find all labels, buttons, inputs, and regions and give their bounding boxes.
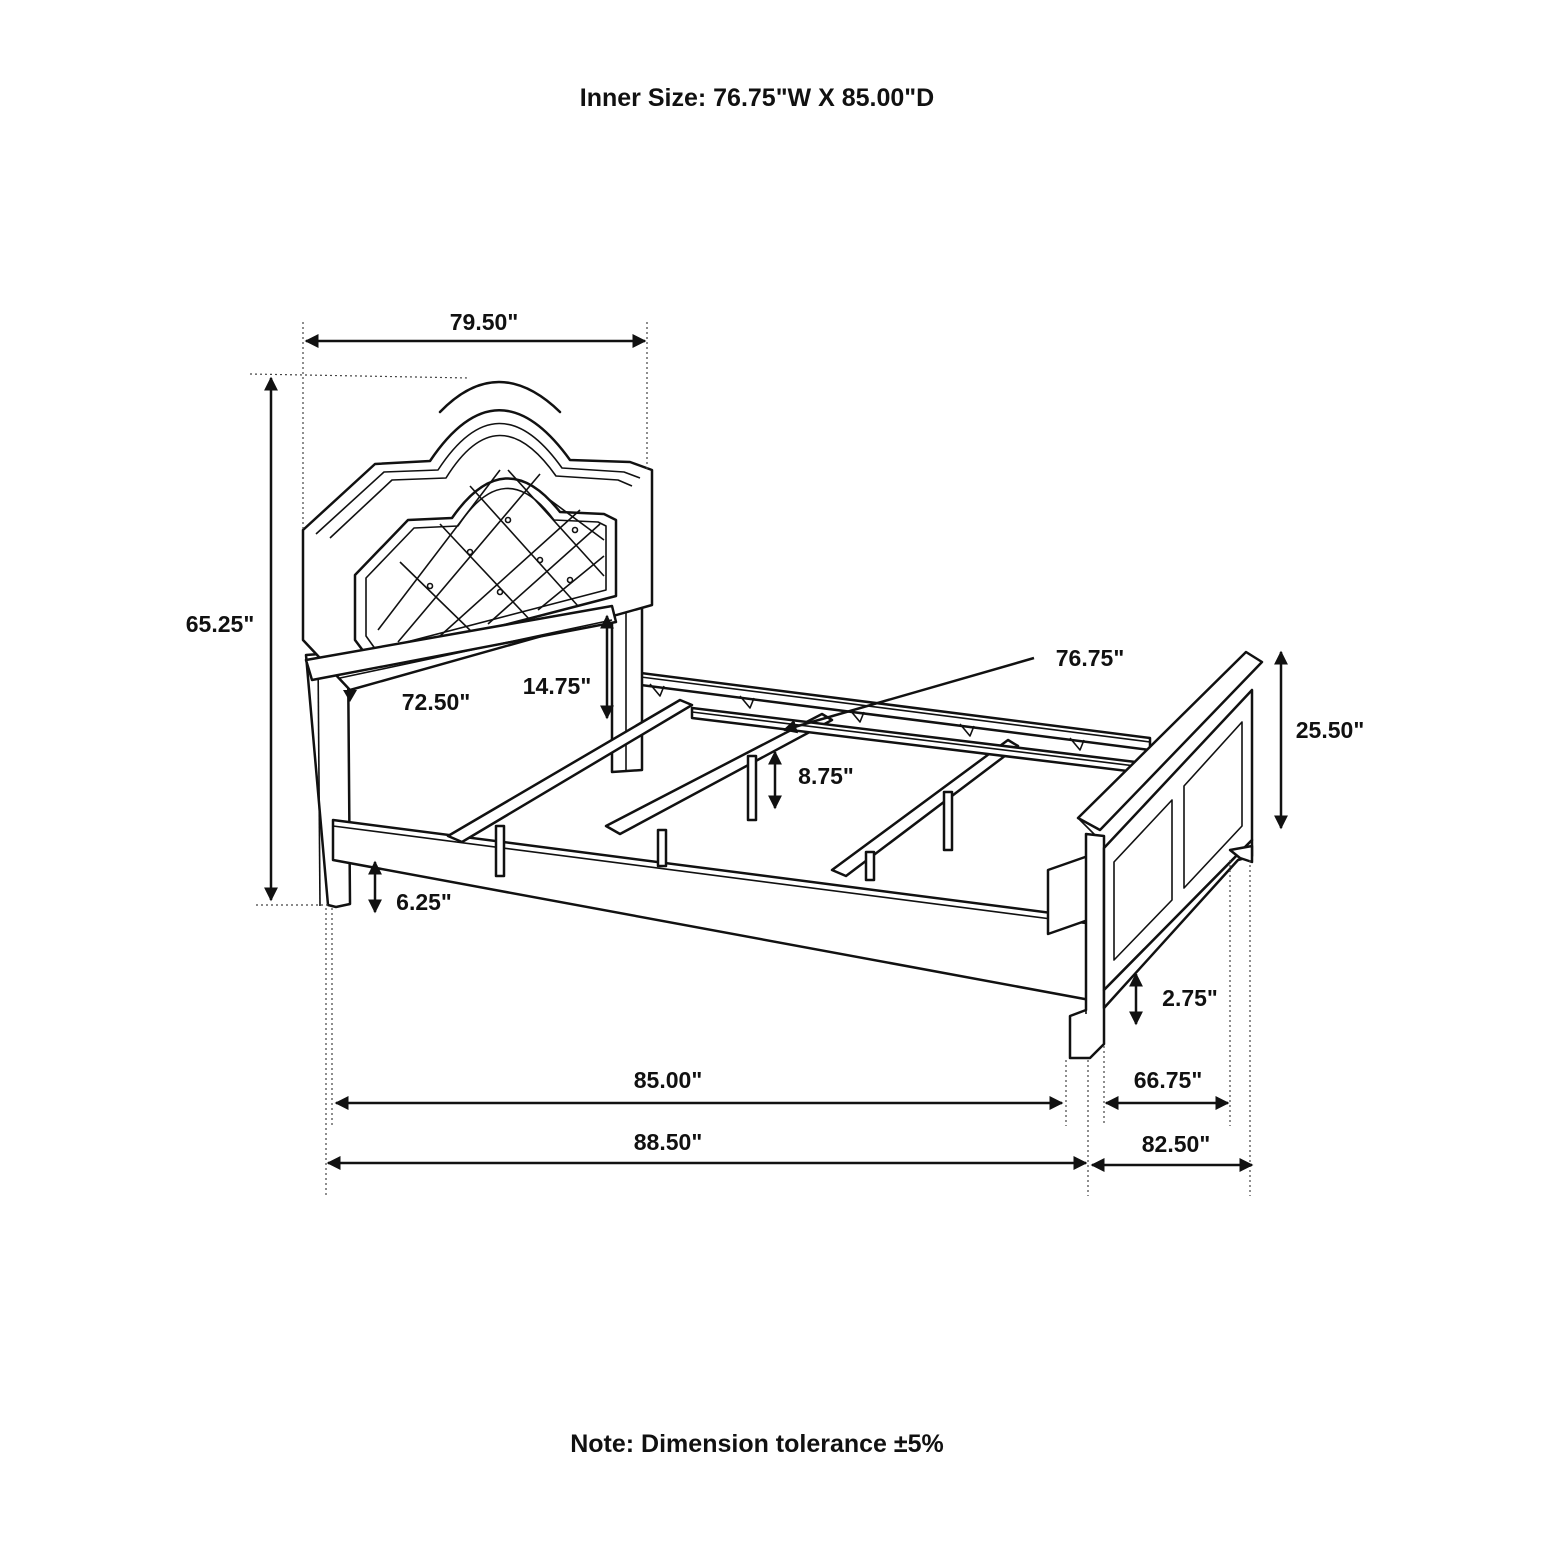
footboard-height-label: 25.50" bbox=[1296, 717, 1364, 743]
footboard-width-label: 82.50" bbox=[1142, 1131, 1210, 1157]
footboard-inner-width-label: 66.75" bbox=[1134, 1067, 1202, 1093]
headboard-inner-width-label: 72.50" bbox=[402, 689, 470, 715]
inner-size-heading: Inner Size: 76.75"W X 85.00"D bbox=[580, 84, 934, 112]
rail-height-label: 14.75" bbox=[523, 673, 591, 699]
footboard-leg-clearance-label: 2.75" bbox=[1162, 985, 1218, 1011]
headboard-leg-clearance-label: 6.25" bbox=[396, 889, 452, 915]
dimension-labels: 79.50" 65.25" 72.50" 14.75" 76.75" 8.75"… bbox=[186, 309, 1364, 1157]
tolerance-note: Note: Dimension tolerance ±5% bbox=[570, 1430, 944, 1458]
tufting-pattern bbox=[377, 469, 605, 643]
overall-length-label: 88.50" bbox=[634, 1129, 702, 1155]
footboard bbox=[1068, 650, 1264, 1060]
inner-length-label: 85.00" bbox=[634, 1067, 702, 1093]
bed-line-drawing bbox=[301, 380, 1264, 1060]
headboard-width-label: 79.50" bbox=[450, 309, 518, 335]
slat-support-height-label: 8.75" bbox=[798, 763, 854, 789]
headboard-height-label: 65.25" bbox=[186, 611, 254, 637]
dimension-lines bbox=[249, 322, 1288, 1196]
inner-width-label: 76.75" bbox=[1056, 645, 1124, 671]
